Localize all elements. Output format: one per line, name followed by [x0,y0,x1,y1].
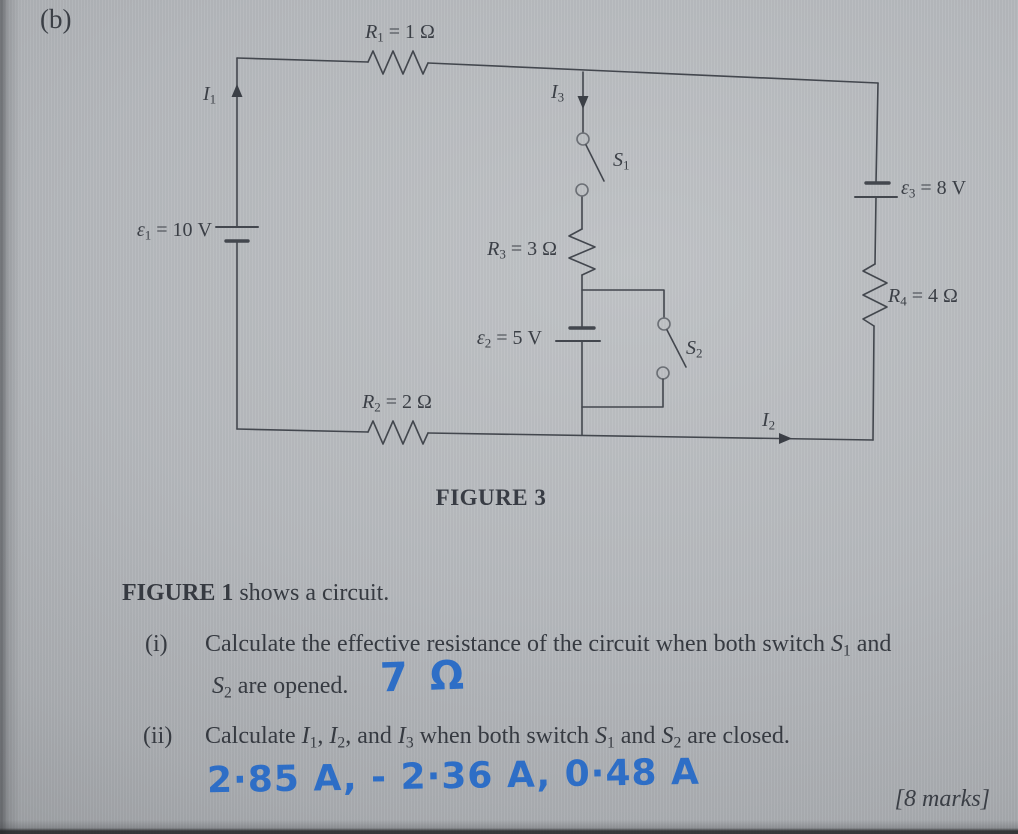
r1-label: R1 = 1 Ω [365,21,435,45]
battery-e2 [555,326,601,342]
q1-number: (i) [145,631,168,657]
i2-label: I2 [762,409,776,433]
battery-e1 [215,226,259,243]
part-label: (b) [40,4,72,34]
middle-branch-wire [581,71,584,436]
right-wire [872,82,879,441]
marks-label: [8 marks] [894,786,990,812]
r4-label: R4 = 4 Ω [888,285,958,309]
q2-answer-handwritten: 2·85 A, - 2·36 A, 0·48 A [206,751,701,802]
r2-label: R2 = 2 Ω [362,391,432,415]
resistor-r2 [367,420,429,445]
figure-caption: FIGURE 3 [435,485,547,510]
s2-label: S2 [686,337,703,361]
intro-text: FIGURE 1 shows a circuit. [122,580,390,606]
top-wire [236,57,879,84]
s1-label: S1 [613,149,630,173]
q1-answer-handwritten: 7 Ω [379,652,469,702]
i3-label: I3 [551,81,565,105]
current-arrow-i2 [779,433,792,444]
current-arrow-i3 [577,96,589,109]
e2-label: ε2 = 5 V [476,327,542,351]
switch-s1 [575,132,605,197]
current-arrow-i1 [231,84,243,97]
resistor-r4 [862,263,888,327]
q1-text-line2: S2 are opened. [212,673,349,702]
q1-text-line1: Calculate the effective resistance of th… [205,631,892,660]
resistor-r1 [367,50,429,75]
q2-text-line1: Calculate I1, I2, and I3 when both switc… [205,723,790,752]
resistor-r3 [568,228,596,276]
bottom-wire [236,428,874,441]
e1-label: ε1 = 10 V [136,219,212,243]
i1-label: I1 [203,83,217,107]
e3-label: ε3 = 8 V [901,177,967,201]
q2-number: (ii) [143,723,173,749]
switch-s2-branch [581,289,687,408]
battery-e3 [854,181,898,198]
r3-label: R3 = 3 Ω [487,238,557,262]
